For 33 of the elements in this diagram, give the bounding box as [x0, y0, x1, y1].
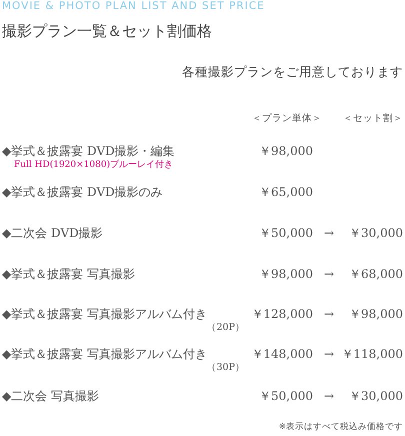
- intro-text: 各種撮影プランをご用意しております: [182, 64, 403, 79]
- price: ￥50,000: [259, 389, 313, 404]
- plan-name: ◆挙式＆披露宴 DVD撮影のみ: [2, 185, 163, 200]
- price: ￥50,000: [259, 226, 313, 240]
- price: ￥148,000: [251, 347, 313, 362]
- page-heading: 撮影プラン一覧＆セット割価格: [2, 22, 212, 40]
- arrow-sign: →: [324, 347, 334, 362]
- plan-name: ◆二次会 DVD撮影: [2, 226, 103, 240]
- section-subtitle: MOVIE & PHOTO PLAN LIST AND SET PRICE: [2, 0, 265, 13]
- price: ￥68,000: [349, 267, 403, 282]
- price: ￥65,000: [259, 185, 313, 200]
- page-count: （30P）: [206, 362, 245, 374]
- arrow-sign: →: [324, 226, 334, 240]
- plan-name: ◆挙式＆披露宴 写真撮影: [2, 267, 136, 282]
- price: ￥98,000: [259, 267, 313, 282]
- arrow-sign: →: [324, 267, 334, 282]
- page-count: （20P）: [206, 322, 245, 334]
- price: ￥30,000: [349, 226, 403, 240]
- price: ￥118,000: [341, 347, 403, 362]
- price: ￥128,000: [251, 307, 313, 322]
- footnote: ※表示はすべて税込み価格です: [278, 422, 403, 432]
- plan-note: Full HD(1920×1080)ブルーレイ付き: [14, 160, 174, 171]
- price: ￥98,000: [259, 144, 313, 158]
- arrow-sign: →: [324, 389, 334, 404]
- price: ￥98,000: [349, 307, 403, 322]
- plan-name: ◆挙式＆披露宴 写真撮影アルバム付き: [2, 347, 208, 362]
- column-header: ＜プラン単体＞: [252, 113, 322, 124]
- plan-name: ◆挙式＆披露宴 写真撮影アルバム付き: [2, 307, 208, 322]
- plan-name: ◆挙式＆披露宴 DVD撮影・編集: [2, 144, 175, 158]
- price: ￥30,000: [349, 389, 403, 404]
- plan-name: ◆二次会 写真撮影: [2, 389, 100, 404]
- column-header: ＜セット割＞: [343, 113, 403, 124]
- arrow-sign: →: [324, 307, 334, 322]
